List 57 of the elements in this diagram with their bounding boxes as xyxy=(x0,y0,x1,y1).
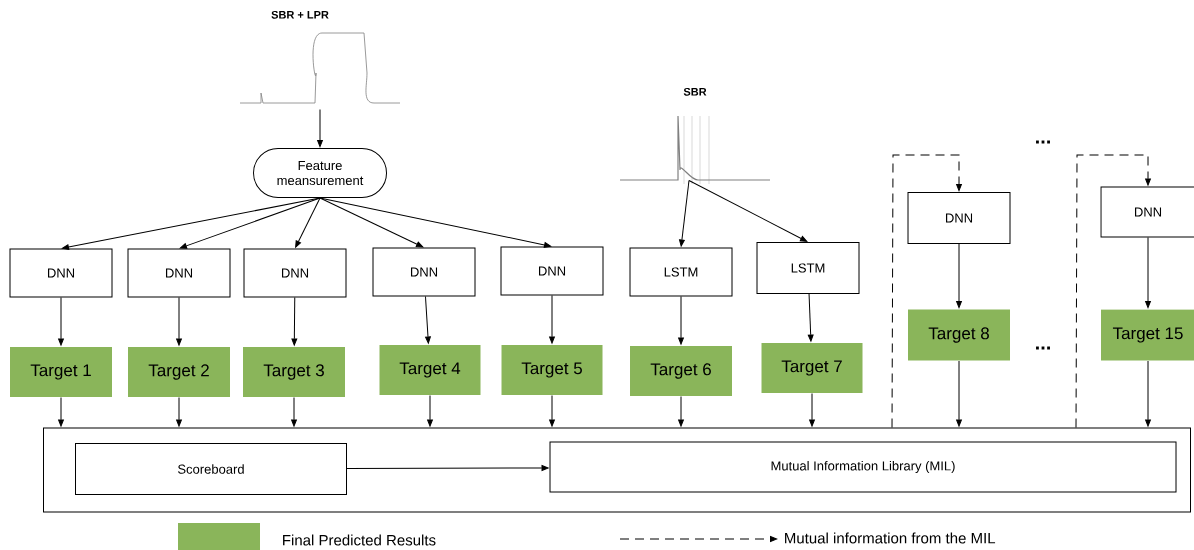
signal-plot xyxy=(239,32,401,104)
process-box: DNN xyxy=(907,192,1011,244)
ellipsis: ... xyxy=(1036,346,1050,350)
signal-plot xyxy=(619,115,771,185)
arrow xyxy=(549,295,555,344)
target-box: Target 3 xyxy=(243,347,345,397)
arrow xyxy=(679,180,690,247)
arrow xyxy=(317,109,323,148)
process-box: Scoreboard xyxy=(75,443,347,495)
legend-text: Mutual information from the MIL xyxy=(785,532,996,544)
arrow xyxy=(176,397,182,427)
arrow xyxy=(319,197,552,248)
arrow xyxy=(678,396,684,427)
arrow xyxy=(1145,237,1151,309)
arrow xyxy=(678,296,684,345)
arrow xyxy=(58,297,64,346)
arrow xyxy=(956,360,962,427)
arrow xyxy=(427,395,433,427)
arrow xyxy=(425,296,431,344)
process-box: LSTM xyxy=(629,247,733,297)
arrow xyxy=(179,197,321,249)
target-box: Target 8 xyxy=(908,309,1010,361)
process-box: DNN xyxy=(9,248,113,298)
target-box: Target 15 xyxy=(1101,309,1194,361)
plot-title: SBR xyxy=(683,87,707,96)
target-box: Target 5 xyxy=(501,345,603,395)
arrow xyxy=(176,297,182,346)
target-box: Target 6 xyxy=(630,346,732,396)
container-box xyxy=(43,427,1191,513)
target-box: Target 1 xyxy=(10,347,112,397)
arrow xyxy=(58,397,64,427)
process-box: DNN xyxy=(127,248,231,298)
process-box: Mutual Information Library (MIL) xyxy=(549,441,1177,493)
process-box: DNN xyxy=(243,248,347,298)
arrow xyxy=(1145,360,1151,427)
legend-text: Final Predicted Results xyxy=(283,534,436,546)
arrow xyxy=(291,297,298,346)
process-box: DNN xyxy=(500,246,604,296)
process-box: DNN xyxy=(372,247,476,297)
arrow xyxy=(956,243,962,309)
process-box: LSTM xyxy=(756,242,860,294)
target-box: Target 2 xyxy=(128,347,230,397)
arrow xyxy=(291,397,297,427)
arrow xyxy=(807,293,814,342)
arrow xyxy=(688,180,808,242)
process-box: DNN xyxy=(1100,186,1194,238)
arrow xyxy=(891,154,962,428)
arrow xyxy=(549,395,555,427)
arrow xyxy=(809,393,815,427)
plot-title: SBR + LPR xyxy=(271,10,329,19)
target-box: Target 4 xyxy=(379,345,481,395)
arrow xyxy=(1075,154,1151,428)
target-box: Target 7 xyxy=(761,343,863,393)
ellipsis: ... xyxy=(1036,140,1050,144)
arrow xyxy=(319,197,424,248)
arrow xyxy=(295,197,321,248)
arrow xyxy=(346,465,549,471)
